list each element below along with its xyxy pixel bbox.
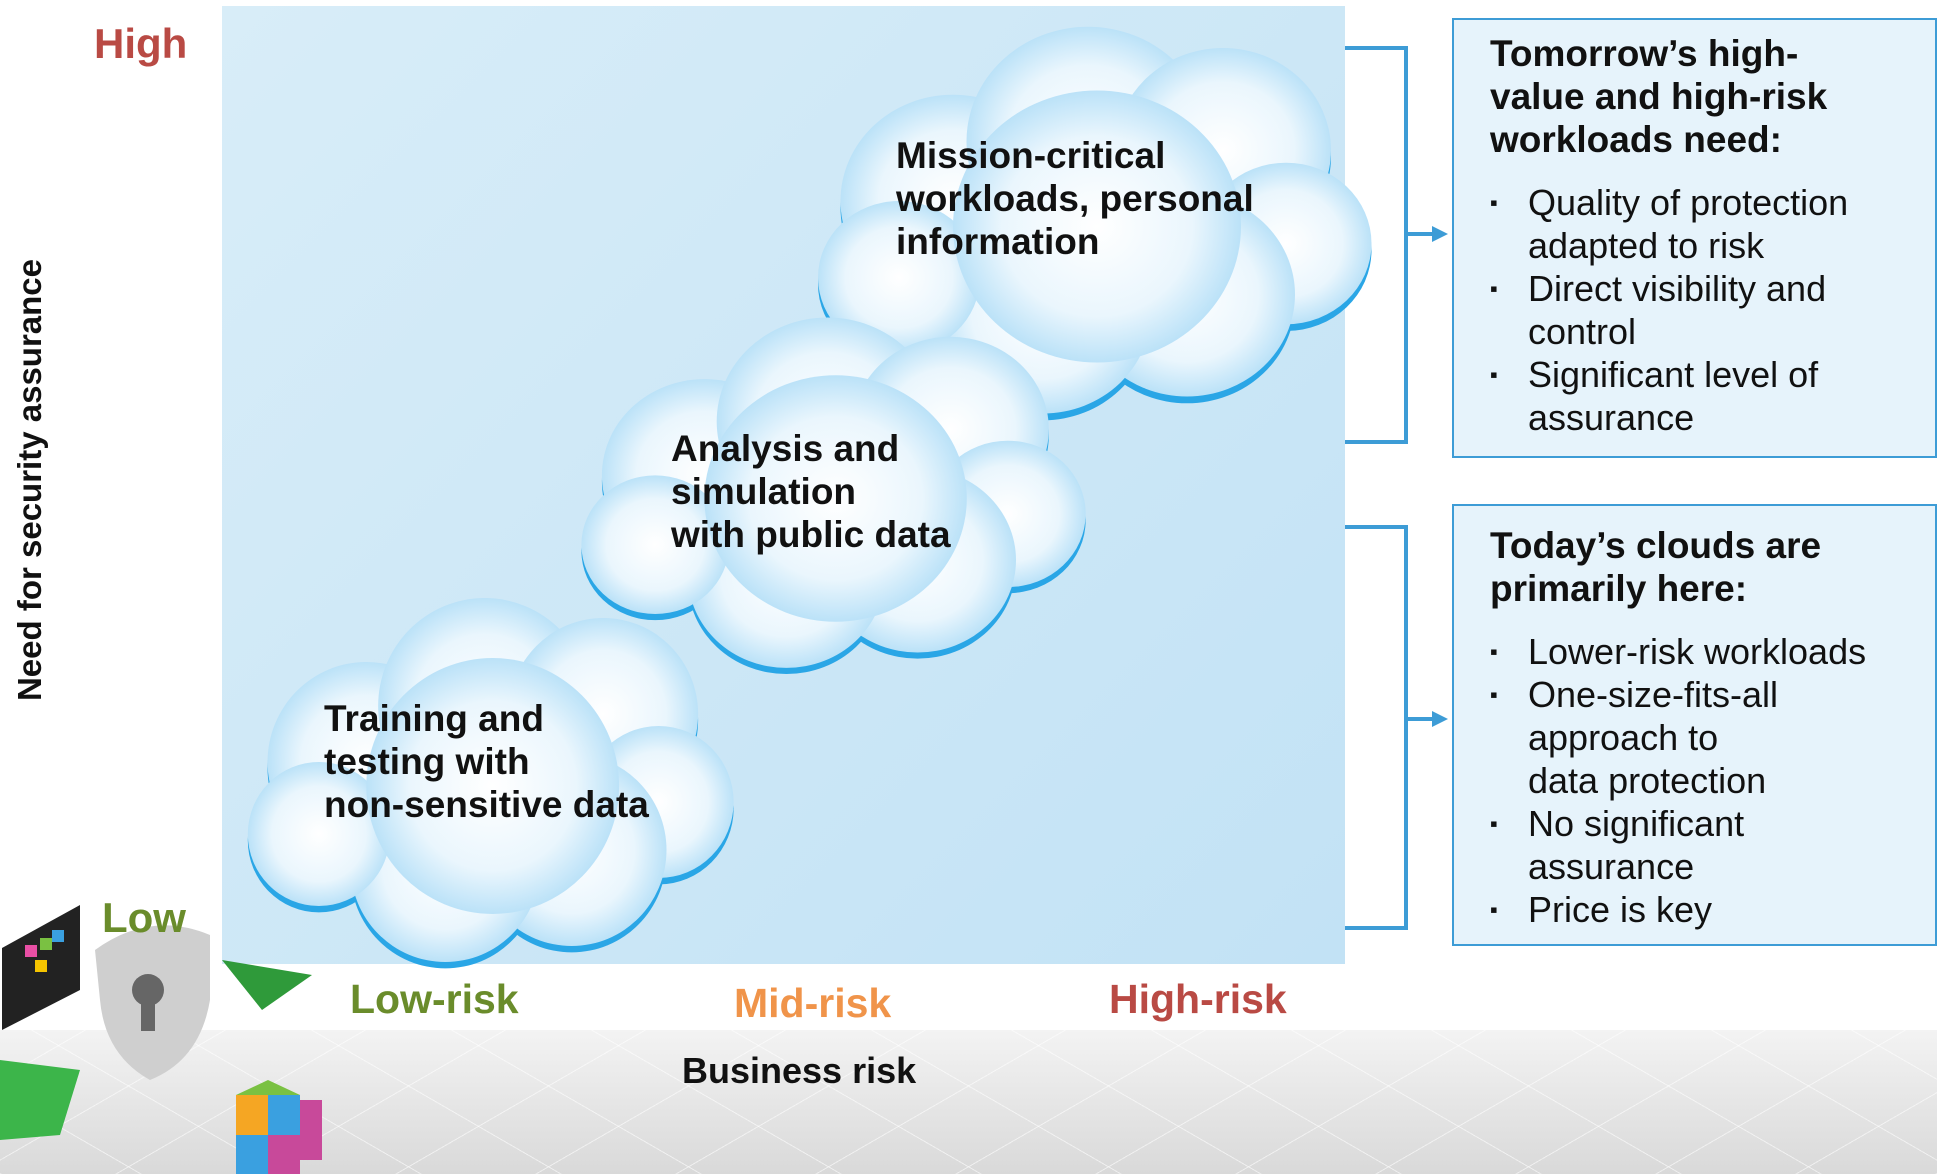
top-bracket-arrow [1432, 226, 1448, 242]
bottom-bracket-arrow [1432, 711, 1448, 727]
cloud-analysis-text: Analysis and simulation with public data [671, 427, 951, 556]
tomorrow-needs-box: Tomorrow’s high- value and high-risk wor… [1452, 18, 1937, 458]
cloud-text-line: simulation [671, 471, 857, 512]
list-item: ▪ No significant assurance [1490, 802, 1935, 888]
bottom-bracket [1345, 525, 1438, 930]
y-axis-low-label: Low [102, 894, 186, 941]
list-item: ▪ Direct visibility and control [1490, 267, 1935, 353]
green-arrow-icon [0, 960, 312, 1140]
decorative-floor [0, 1030, 1937, 1174]
cloud-mission-critical-text: Mission-critical workloads, personal inf… [896, 134, 1254, 263]
item-line: Significant level of [1528, 354, 1819, 395]
shield-lock-icon [95, 925, 210, 1080]
x-axis-low-label: Low-risk [350, 976, 519, 1022]
list-item: ▪ One-size-fits-all approach to data pro… [1490, 673, 1935, 802]
cloud-text-line: Mission-critical [896, 135, 1166, 176]
item-line: Price is key [1528, 889, 1713, 930]
item-line: Direct visibility and [1528, 268, 1827, 309]
item-line: One-size-fits-all [1528, 674, 1779, 715]
bullet-icon: ▪ [1490, 811, 1498, 836]
y-axis-high-label: High [94, 20, 188, 67]
item-line: control [1528, 311, 1637, 352]
item-line: No significant [1528, 803, 1745, 844]
item-line: approach to [1528, 717, 1719, 758]
cloud-text-line: workloads, personal [896, 178, 1254, 219]
bullet-icon: ▪ [1490, 362, 1498, 387]
bullet-icon: ▪ [1490, 639, 1498, 664]
item-line: Lower-risk workloads [1528, 631, 1867, 672]
title-line: workloads need: [1490, 119, 1782, 160]
cloud-text-line: Analysis and [671, 428, 900, 469]
list-item: ▪ Significant level of assurance [1490, 353, 1935, 439]
x-axis-high-label: High-risk [1109, 976, 1287, 1022]
bullet-icon: ▪ [1490, 276, 1498, 301]
x-axis-mid-label: Mid-risk [734, 980, 892, 1026]
cloud-text-line: Training and [324, 698, 544, 739]
today-clouds-box: Today’s clouds are primarily here: ▪ Low… [1452, 504, 1937, 946]
title-line: Today’s clouds are [1490, 525, 1822, 566]
cloud-text-line: information [896, 221, 1100, 262]
item-line: assurance [1528, 846, 1695, 887]
title-line: primarily here: [1490, 568, 1748, 609]
item-line: Quality of protection [1528, 182, 1849, 223]
tomorrow-needs-list: ▪ Quality of protection adapted to risk … [1490, 181, 1935, 439]
monitor-icon [2, 905, 80, 1030]
cloud-text-line: testing with [324, 741, 530, 782]
today-clouds-list: ▪ Lower-risk workloads ▪ One-size-fits-a… [1490, 630, 1935, 931]
bullet-icon: ▪ [1490, 897, 1498, 922]
y-axis-title-text: Need for security assurance [11, 258, 48, 702]
item-line: assurance [1528, 397, 1695, 438]
cloud-text-line: non-sensitive data [324, 784, 649, 825]
bullet-icon: ▪ [1490, 682, 1498, 707]
color-cubes-icon [236, 1080, 322, 1174]
title-line: Tomorrow’s high- [1490, 33, 1799, 74]
tomorrow-box-title: Tomorrow’s high- value and high-risk wor… [1490, 32, 1935, 161]
item-line: data protection [1528, 760, 1767, 801]
list-item: ▪ Price is key [1490, 888, 1935, 931]
list-item: ▪ Lower-risk workloads [1490, 630, 1935, 673]
bullet-icon: ▪ [1490, 190, 1498, 215]
cloud-text-line: with public data [671, 514, 951, 555]
title-line: value and high-risk [1490, 76, 1828, 117]
x-axis-title: Business risk [682, 1050, 917, 1091]
cloud-training-text: Training and testing with non-sensitive … [324, 697, 649, 826]
item-line: adapted to risk [1528, 225, 1765, 266]
today-box-title: Today’s clouds are primarily here: [1490, 524, 1935, 610]
list-item: ▪ Quality of protection adapted to risk [1490, 181, 1935, 267]
